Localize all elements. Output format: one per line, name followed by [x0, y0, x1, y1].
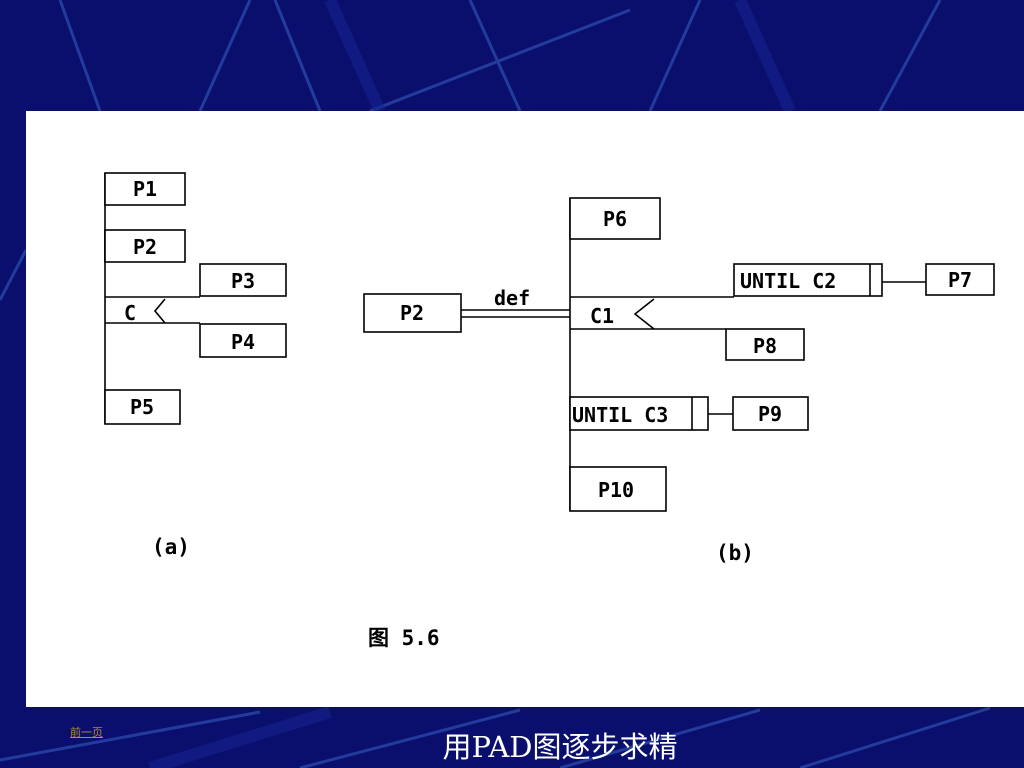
- box-b-p2: [363, 293, 462, 333]
- label-a-p2: P2: [133, 235, 157, 259]
- slide-title: 用PAD图逐步求精: [442, 730, 678, 764]
- label-b-p10: P10: [598, 478, 634, 502]
- label-b-p8: P8: [753, 334, 777, 358]
- label-b-p9: P9: [758, 402, 782, 426]
- pad-diagram: P1 P2 P3 C P4 P5 (a) P2 def P6: [104, 172, 995, 650]
- selection-symbol-b: [633, 298, 655, 330]
- box-a-p1: [104, 172, 186, 206]
- diagram-a: P1 P2 P3 C P4 P5 (a): [104, 172, 287, 559]
- box-b-p7: [925, 263, 995, 296]
- label-b-c1: C1: [590, 304, 614, 328]
- box-b-p9: [732, 396, 809, 431]
- box-b-until-c3: [569, 396, 709, 431]
- box-b-p10: [569, 466, 667, 512]
- diagram-b: P2 def P6 C1 UNTIL C2 P7 P8 UNTIL C3 P9: [363, 197, 995, 565]
- label-a-p5: P5: [130, 395, 154, 419]
- content-panel: P1 P2 P3 C P4 P5 (a) P2 def P6: [26, 111, 1024, 707]
- previous-page-link[interactable]: 前一页: [70, 726, 103, 739]
- label-a-condition: C: [124, 301, 136, 325]
- box-b-p6: [569, 197, 661, 240]
- label-a-p1: P1: [133, 177, 157, 201]
- label-b-p6: P6: [603, 207, 627, 231]
- figure-caption: 图 5.6: [368, 626, 440, 650]
- box-b-p8: [725, 328, 805, 361]
- label-b-until-c3: UNTIL C3: [572, 403, 668, 427]
- label-a-p3: P3: [231, 269, 255, 293]
- caption-a: (a): [152, 535, 190, 559]
- label-b-def: def: [494, 286, 530, 310]
- box-b-until-c2: [733, 263, 883, 297]
- box-a-p4: [199, 323, 287, 358]
- selection-symbol-a: [153, 298, 166, 324]
- box-a-p2: [104, 229, 186, 263]
- label-b-p7: P7: [948, 268, 972, 292]
- box-a-p5: [104, 389, 181, 425]
- caption-b: (b): [716, 541, 754, 565]
- label-a-p4: P4: [231, 330, 255, 354]
- box-a-p3: [199, 263, 287, 297]
- label-b-until-c2: UNTIL C2: [740, 269, 836, 293]
- label-b-p2: P2: [400, 301, 424, 325]
